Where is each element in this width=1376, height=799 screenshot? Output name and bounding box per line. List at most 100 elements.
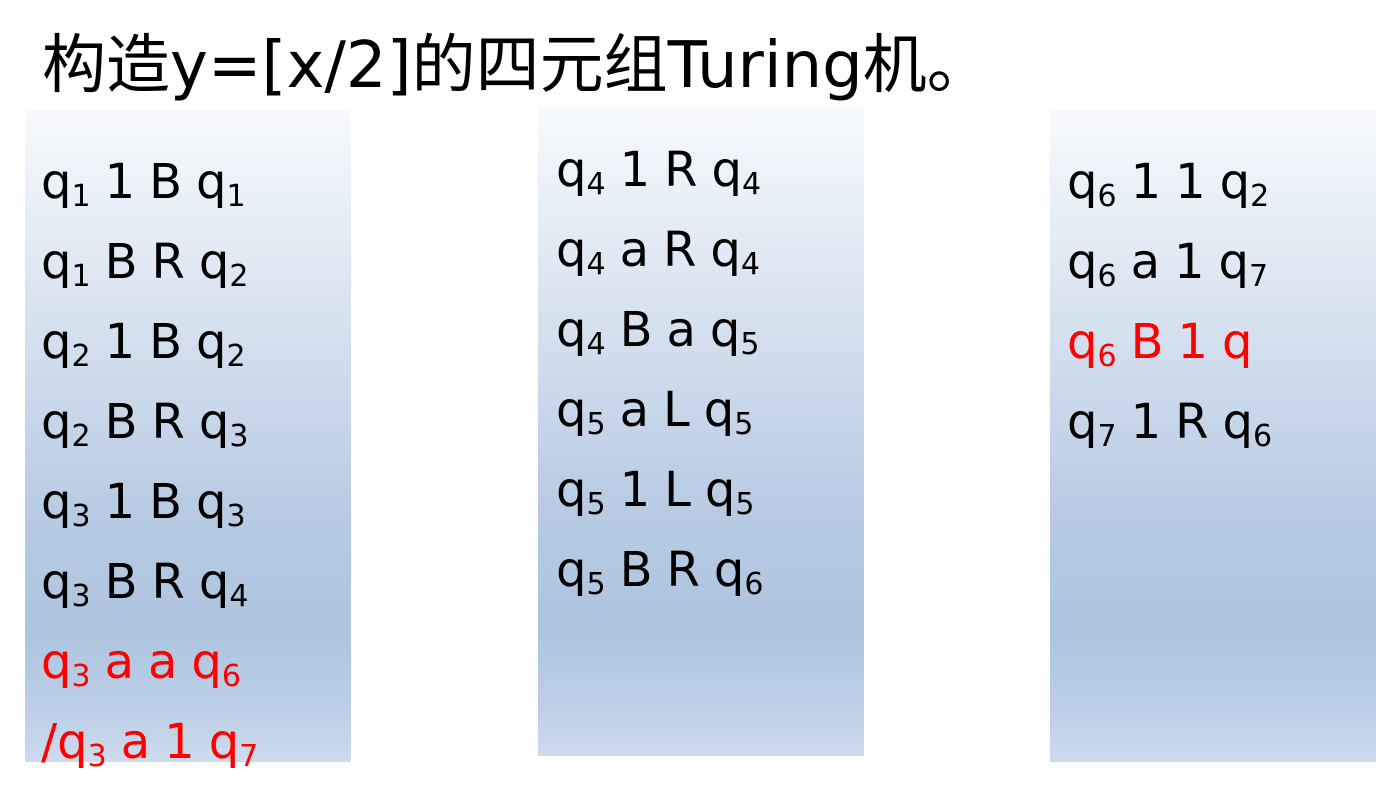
rule-state: q [57, 714, 88, 770]
rule-next-state-index: 5 [734, 407, 754, 442]
rule-state: q [556, 142, 587, 198]
rule-read-symbol: a [619, 382, 649, 438]
rule-state: q [41, 154, 72, 210]
rule-action: B [149, 154, 183, 210]
rule-action: R [151, 394, 185, 450]
rule-state: q [1067, 234, 1098, 290]
rule-next-state: q [704, 462, 736, 518]
rule-action: 1 [1173, 234, 1205, 290]
rule-read-symbol: 1 [104, 314, 136, 370]
rule-next-state: q [1222, 394, 1253, 450]
rule-next-state: q [196, 314, 227, 370]
rule-state-index: 5 [586, 407, 606, 442]
rule-next-state: q [196, 474, 227, 530]
rule-prefix: / [41, 714, 58, 770]
rule-action: R [664, 142, 698, 198]
rule-state: q [556, 382, 587, 438]
rule-action: R [151, 234, 185, 290]
rule-next-state-index: 5 [735, 487, 755, 522]
rule-state-index: 6 [1097, 339, 1117, 374]
rule-next-state: q [713, 542, 745, 598]
rule-state: q [41, 394, 72, 450]
rule-state-index: 7 [1097, 419, 1117, 454]
rule-action: 1 [164, 714, 195, 770]
rule-read-symbol: 1 [1130, 154, 1162, 210]
rule-next-state: q [198, 234, 230, 290]
rule-state: q [556, 542, 587, 598]
rule-next-state-index: 4 [229, 579, 249, 614]
rule-next-state: q [703, 382, 735, 438]
rule-next-state-index: 4 [741, 167, 762, 202]
rule-state: q [41, 634, 72, 690]
rule-read-symbol: B [104, 554, 138, 610]
rule-next-state-index: 7 [239, 739, 259, 774]
rule-next-state-index: 2 [1250, 179, 1270, 214]
rule-next-state-index: 6 [221, 659, 241, 694]
rule-state-index: 5 [586, 487, 606, 522]
rule-next-state: q [208, 714, 240, 770]
rule-next-state-index: 1 [226, 179, 246, 214]
rule-state: q [1067, 154, 1098, 210]
rule-action: 1 [1177, 314, 1209, 370]
rule-action: R [151, 554, 185, 610]
rule-next-state: q [198, 394, 230, 450]
rule-read-symbol: B [104, 234, 138, 290]
rule-state: q [41, 234, 72, 290]
rule-action: R [662, 222, 697, 278]
rule-read-symbol: 1 [104, 154, 136, 210]
rule-next-state: q [198, 554, 230, 610]
rule-next-state-index: 2 [229, 259, 249, 294]
rule-next-state: q [711, 142, 742, 198]
rule-state-index: 6 [1097, 179, 1117, 214]
rule-state: q [41, 474, 72, 530]
rule-state: q [1067, 314, 1098, 370]
rule-read-symbol: B [104, 394, 138, 450]
rule-state-index: 3 [71, 659, 91, 694]
rule-next-state-index: 6 [1252, 419, 1273, 454]
rule-next-state: q [191, 634, 222, 690]
rule-read-symbol: a [1130, 234, 1160, 290]
rule-action: B [149, 474, 183, 530]
rule-state-index: 4 [586, 247, 606, 282]
rule-state: q [41, 314, 72, 370]
rule-next-state-index: 3 [226, 499, 246, 534]
rule-action: a [147, 634, 178, 690]
rule-read-symbol: 1 [619, 462, 651, 518]
rule-state-index: 3 [87, 739, 107, 774]
rule-read-symbol: 1 [1130, 394, 1162, 450]
rule-state-index: 4 [586, 327, 606, 362]
rule-state: q [1067, 394, 1098, 450]
rule-state: q [41, 554, 72, 610]
rule-next-state: q [196, 154, 227, 210]
rule-read-symbol: 1 [619, 142, 651, 198]
rule-action: L [664, 462, 691, 518]
rule-action: 1 [1175, 154, 1206, 210]
rule-read-symbol: a [120, 714, 151, 770]
rule-action: R [666, 542, 700, 598]
rule-action: B [149, 314, 183, 370]
rule-action: R [1175, 394, 1209, 450]
rule-next-state-index: 6 [744, 567, 764, 602]
rule-action: a [666, 302, 696, 358]
rule-next-state-index: 3 [229, 419, 249, 454]
rule-read-symbol: 1 [104, 474, 136, 530]
rule-next-state: q [1219, 154, 1251, 210]
rule-state-index: 2 [71, 419, 91, 454]
rule-state-index: 4 [586, 167, 606, 202]
rule-next-state: q [1222, 314, 1253, 370]
rule-read-symbol: B [1130, 314, 1164, 370]
rule-next-state-index: 7 [1249, 259, 1269, 294]
